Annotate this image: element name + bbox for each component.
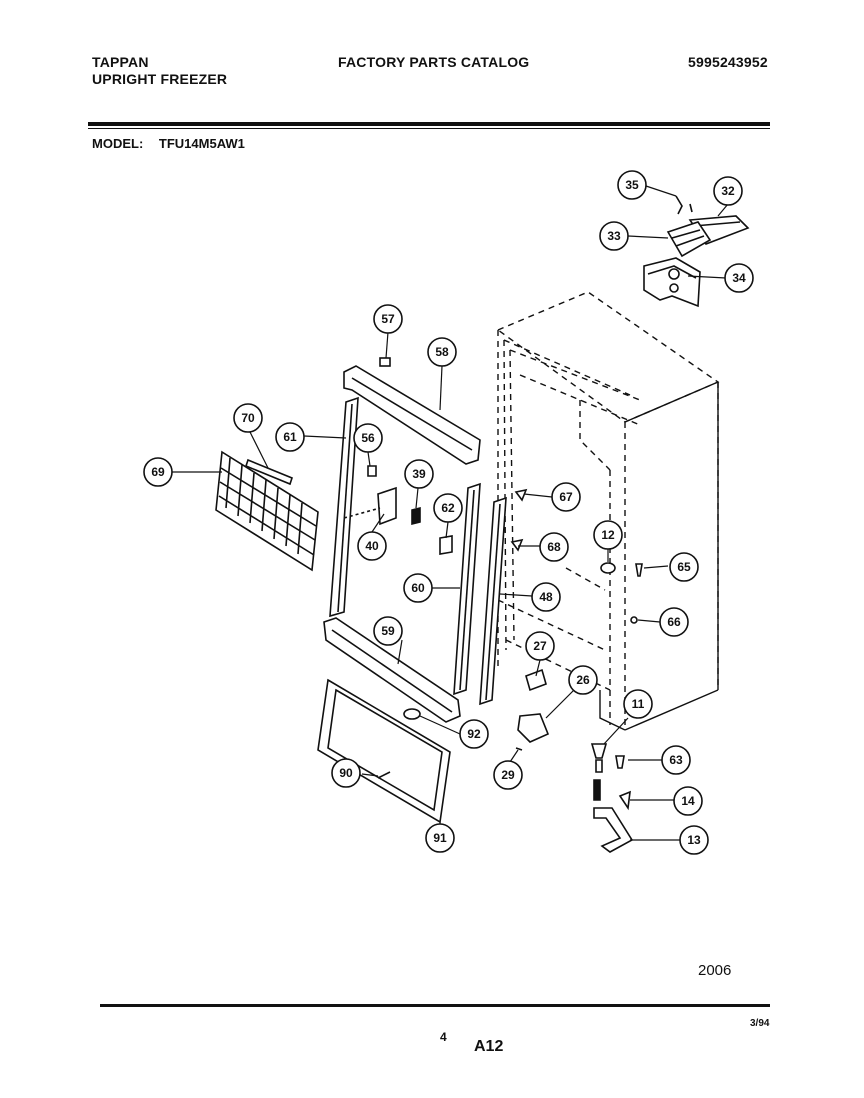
callout-92: 92 [459, 719, 489, 749]
svg-text:66: 66 [667, 615, 681, 629]
callout-12: 12 [593, 520, 623, 550]
bottom-frame-rail [323, 617, 461, 723]
callout-66: 66 [659, 607, 689, 637]
bottom-frame-rail-inner [331, 629, 453, 713]
left-frame-rail [329, 396, 359, 618]
svg-text:11: 11 [632, 697, 645, 711]
model-row: MODEL: TFU14M5AW1 [92, 136, 245, 151]
callout-70: 70 [233, 403, 263, 433]
grille-panel [215, 450, 319, 572]
svg-text:58: 58 [435, 345, 449, 359]
top-frame-rail-inner [351, 377, 473, 451]
callout-60: 60 [403, 573, 433, 603]
callout-13: 13 [679, 825, 709, 855]
callout-63: 63 [661, 745, 691, 775]
svg-text:33: 33 [607, 229, 621, 243]
callout-11: 11 [623, 689, 653, 719]
page-number: 4 [440, 1030, 447, 1044]
svg-text:59: 59 [381, 624, 395, 638]
small-hardware [510, 488, 643, 624]
drain-parts [590, 743, 634, 853]
callout-48: 48 [531, 582, 561, 612]
model-label: MODEL: [92, 136, 144, 151]
callout-62: 62 [433, 493, 463, 523]
svg-text:61: 61 [283, 430, 297, 444]
svg-text:57: 57 [381, 312, 395, 326]
brand-block: TAPPAN UPRIGHT FREEZER [92, 54, 227, 88]
top-frame-rail [343, 365, 481, 465]
lower-hinge [515, 668, 550, 751]
callout-58: 58 [427, 337, 457, 367]
callout-27: 27 [525, 631, 555, 661]
callout-68: 68 [539, 532, 569, 562]
frame-clip [379, 357, 391, 367]
callout-56: 56 [353, 423, 383, 453]
top-hinge-assembly [643, 195, 750, 308]
callout-32: 32 [713, 176, 743, 206]
svg-text:67: 67 [559, 490, 573, 504]
svg-text:12: 12 [601, 528, 615, 542]
header-rule-thick [88, 122, 770, 126]
svg-text:14: 14 [681, 794, 695, 808]
figure-number: 2006 [698, 962, 732, 979]
svg-text:27: 27 [533, 639, 547, 653]
sheet-code: A12 [474, 1038, 504, 1055]
callout-29: 29 [493, 760, 523, 790]
callouts: 35 32 33 34 57 58 70 61 56 69 39 62 67 4… [143, 170, 754, 855]
kick-panel [317, 678, 451, 824]
callout-34: 34 [724, 263, 754, 293]
grille-bar [245, 458, 293, 486]
footer-rule [100, 1004, 770, 1007]
model-number: TFU14M5AW1 [158, 136, 245, 151]
svg-text:63: 63 [669, 753, 683, 767]
cabinet-solid-edges [599, 381, 719, 731]
svg-text:91: 91 [433, 831, 447, 845]
svg-text:60: 60 [411, 581, 425, 595]
right-frame-rail-inner [459, 489, 475, 691]
callout-65: 65 [669, 552, 699, 582]
catalog-title: FACTORY PARTS CATALOG [338, 54, 530, 70]
svg-text:90: 90 [339, 766, 353, 780]
callout-14: 14 [673, 786, 703, 816]
svg-text:35: 35 [625, 178, 639, 192]
callout-39: 39 [404, 459, 434, 489]
svg-text:48: 48 [539, 590, 553, 604]
svg-text:13: 13 [687, 833, 701, 847]
callout-26: 26 [568, 665, 598, 695]
callout-35: 35 [617, 170, 647, 200]
cabinet-outline [496, 291, 720, 730]
svg-text:39: 39 [412, 467, 426, 481]
callout-59: 59 [373, 616, 403, 646]
svg-text:29: 29 [501, 768, 515, 782]
svg-text:69: 69 [151, 465, 165, 479]
header-rule-thin [88, 128, 770, 129]
callout-69: 69 [143, 457, 173, 487]
callout-91: 91 [425, 823, 455, 853]
callout-67: 67 [551, 482, 581, 512]
brand-name: TAPPAN [92, 54, 149, 70]
left-frame-rail-inner [337, 403, 353, 613]
svg-text:68: 68 [547, 540, 561, 554]
door-gasket-strip-inner [485, 503, 501, 701]
leader-lines [172, 185, 729, 841]
svg-text:62: 62 [441, 501, 455, 515]
document-number: 5995243952 [688, 54, 768, 70]
svg-text:65: 65 [677, 560, 691, 574]
control-parts [343, 465, 453, 555]
svg-text:56: 56 [361, 431, 375, 445]
revision-date: 3/94 [750, 1018, 770, 1029]
svg-text:32: 32 [721, 184, 735, 198]
svg-text:26: 26 [576, 673, 590, 687]
callout-57: 57 [373, 304, 403, 334]
svg-text:34: 34 [732, 271, 746, 285]
callout-33: 33 [599, 221, 629, 251]
callout-61: 61 [275, 422, 305, 452]
svg-text:70: 70 [241, 411, 255, 425]
svg-text:92: 92 [467, 727, 481, 741]
product-name: UPRIGHT FREEZER [92, 71, 228, 87]
callout-40: 40 [357, 531, 387, 561]
callout-90: 90 [331, 758, 361, 788]
svg-text:40: 40 [365, 539, 379, 553]
